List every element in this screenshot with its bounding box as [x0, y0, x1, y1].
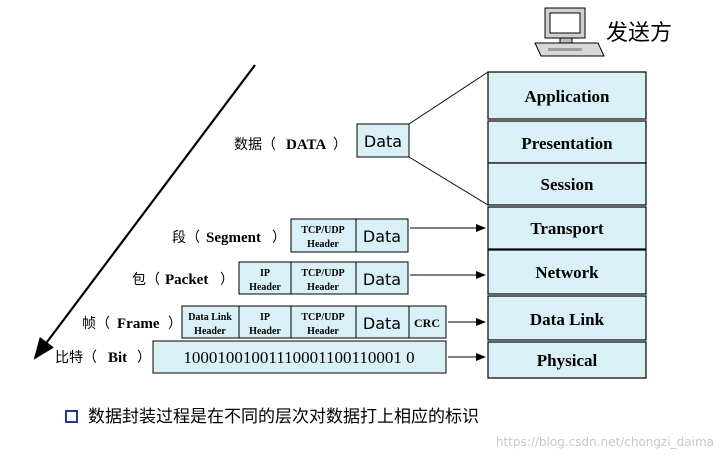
data-label-en: DATA: [286, 137, 326, 153]
packet-tcp-header-line1: TCP/UDP: [301, 268, 344, 279]
layer-network: [487, 249, 647, 295]
layer-transport-label: Transport: [530, 219, 604, 238]
segment-data-box: [355, 218, 409, 253]
segment-data-text: Data: [363, 227, 401, 246]
packet-row: 包（ Packet ） IP Header TCP/UDP Header Dat…: [132, 261, 486, 295]
frame-ip-header-box: [238, 305, 292, 339]
frame-tcp-header-box: [290, 305, 357, 339]
connector-line-top: [408, 71, 489, 125]
bullet-square-icon: [65, 410, 78, 423]
segment-label-close: ）: [272, 230, 286, 246]
sender-label: 发送方: [606, 21, 672, 46]
layer-application: [487, 71, 647, 120]
connector-line-bottom: [408, 156, 489, 206]
data-box: [356, 123, 410, 158]
bit-row: 比特（ Bit ） 10001001001110001100110001 0: [55, 340, 486, 374]
segment-label-cn: 段（: [172, 230, 200, 246]
frame-dl-header-box: [181, 305, 240, 339]
frame-ip-header-line2: Header: [249, 326, 281, 337]
flow-arrow: [33, 64, 256, 360]
packet-ip-header-line2: Header: [249, 282, 281, 293]
layer-presentation-label: Presentation: [521, 134, 613, 153]
frame-dl-header-line1: Data Link: [188, 312, 232, 323]
layer-transport: [487, 206, 647, 250]
frame-crc-text: CRC: [414, 316, 440, 330]
segment-tcp-header-line2: Header: [307, 239, 339, 250]
data-row: 数据（ DATA ） Data: [234, 71, 489, 206]
bit-label-close: ）: [137, 350, 151, 366]
segment-tcp-header-line1: TCP/UDP: [301, 225, 344, 236]
data-label-close: ）: [333, 137, 347, 153]
layer-stack: Application Presentation Session Transpo…: [487, 71, 647, 379]
segment-label-en: Segment: [206, 230, 261, 246]
bit-label-en: Bit: [108, 350, 127, 366]
layer-physical: [487, 341, 647, 379]
packet-label-cn: 包（: [132, 272, 160, 288]
segment-row: 段（ Segment ） TCP/UDP Header Data: [172, 218, 486, 253]
packet-data-box: [355, 261, 409, 295]
packet-label-en: Packet: [165, 272, 208, 288]
frame-label-close: ）: [168, 316, 182, 332]
frame-data-box: [355, 305, 410, 339]
layer-application-label: Application: [524, 87, 610, 106]
bit-stream-text: 10001001001110001100110001 0: [183, 348, 414, 367]
layer-session: [487, 162, 647, 206]
bit-stream-box: [152, 340, 447, 374]
frame-tcp-header-line2: Header: [307, 326, 339, 337]
data-box-text: Data: [364, 132, 402, 151]
segment-tcp-header-box: [290, 218, 357, 253]
bit-label-cn: 比特（: [55, 350, 97, 366]
frame-label-cn: 帧（: [82, 316, 110, 332]
layer-network-label: Network: [535, 263, 599, 282]
packet-ip-header-box: [238, 261, 292, 295]
watermark-text: https://blog.csdn.net/chongzi_daima: [496, 435, 714, 449]
packet-label-close: ）: [220, 272, 234, 288]
computer-icon: [534, 7, 605, 57]
layer-physical-label: Physical: [537, 351, 598, 370]
layer-data-link: [487, 295, 647, 341]
layer-session-label: Session: [541, 175, 594, 194]
frame-ip-header-line1: IP: [260, 312, 270, 323]
frame-crc-box: [408, 305, 447, 339]
data-label-cn: 数据（: [234, 137, 276, 153]
packet-ip-header-line1: IP: [260, 268, 270, 279]
packet-data-text: Data: [363, 270, 401, 289]
frame-tcp-header-line1: TCP/UDP: [301, 312, 344, 323]
frame-label-en: Frame: [117, 316, 160, 332]
caption-text: 数据封装过程是在不同的层次对数据打上相应的标识: [88, 407, 479, 427]
packet-tcp-header-line2: Header: [307, 282, 339, 293]
frame-data-text: Data: [363, 314, 401, 333]
layer-data-link-label: Data Link: [530, 310, 605, 329]
frame-row: 帧（ Frame ） Data Link Header IP Header TC…: [82, 305, 486, 339]
frame-dl-header-line2: Header: [194, 326, 226, 337]
